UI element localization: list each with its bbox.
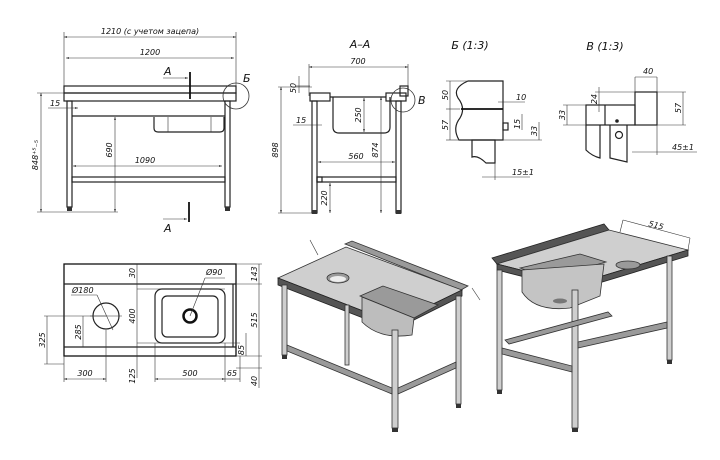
dim-1090: 1090 <box>135 156 155 165</box>
front-view: 1210 (с учетом зацепа) 1200 1090 690 848… <box>31 27 251 235</box>
iso-view-left <box>276 239 481 432</box>
dim-250: 250 <box>354 107 363 122</box>
dim-drain-diameter: Ø90 <box>205 267 222 277</box>
plan-dim: 125 <box>128 368 137 383</box>
dim-690: 690 <box>105 142 114 157</box>
detail-v-dim: 33 <box>558 110 567 120</box>
section-title: А–А <box>349 38 371 51</box>
detail-b-dim: 10 <box>516 93 526 102</box>
dim-874: 874 <box>371 142 380 157</box>
plan-dim: 30 <box>128 268 137 278</box>
dim-515: 515 <box>648 219 665 231</box>
detail-b-dim: 15 <box>513 119 522 129</box>
detail-v-dim: 40 <box>643 67 653 76</box>
plan-dim: 515 <box>250 312 259 327</box>
section-mark-top: А <box>163 65 172 78</box>
dim-hole-diameter: Ø180 <box>71 285 94 295</box>
detail-v-dim: 57 <box>674 102 683 113</box>
plan-dim: 285 <box>74 324 83 339</box>
detail-b: Б (1:3) 50 57 10 15 33 15±1 <box>441 39 542 180</box>
dim-560: 560 <box>348 152 363 161</box>
plan-view: Ø180 Ø90 30 400 125 285 325 300 500 65 1… <box>38 263 262 388</box>
detail-b-dim: 50 <box>441 90 450 100</box>
dim-220: 220 <box>320 190 329 205</box>
detail-v-title: В (1:3) <box>586 40 623 53</box>
dim-700: 700 <box>350 57 365 66</box>
detail-mark-b: Б <box>243 72 251 85</box>
plan-dim: 85 <box>237 345 246 355</box>
detail-b-dim: 33 <box>530 126 539 136</box>
plan-dim: 65 <box>227 369 237 378</box>
detail-v-dim: 45±1 <box>672 143 694 152</box>
iso-view-right: 515 <box>491 219 691 432</box>
dim-height-848: 848⁺⁵₋₅ <box>31 140 40 170</box>
plan-dim: 300 <box>77 369 92 378</box>
detail-b-dim: 15±1 <box>512 168 534 177</box>
plan-dim: 500 <box>182 369 197 378</box>
detail-v: В (1:3) 40 24 57 33 45±1 <box>558 40 697 163</box>
dim-15: 15 <box>50 99 60 108</box>
detail-mark-v: В <box>418 94 426 107</box>
detail-b-dim: 57 <box>441 119 450 130</box>
section-view-aa: А–А 700 560 898 874 250 220 50 15 В <box>271 38 426 214</box>
plan-dim: 400 <box>128 308 137 323</box>
dim-898: 898 <box>271 142 280 157</box>
dim-overall-width: 1210 (с учетом зацепа) <box>101 27 199 36</box>
plan-dim: 325 <box>38 332 47 347</box>
dim-15: 15 <box>296 116 306 125</box>
plan-dim: 143 <box>250 266 259 281</box>
plan-dim: 40 <box>250 376 259 386</box>
detail-b-title: Б (1:3) <box>451 39 488 52</box>
detail-v-dim: 24 <box>590 94 599 104</box>
dim-width: 1200 <box>140 48 160 57</box>
dim-50: 50 <box>289 83 298 93</box>
section-mark-bottom: А <box>163 222 172 235</box>
